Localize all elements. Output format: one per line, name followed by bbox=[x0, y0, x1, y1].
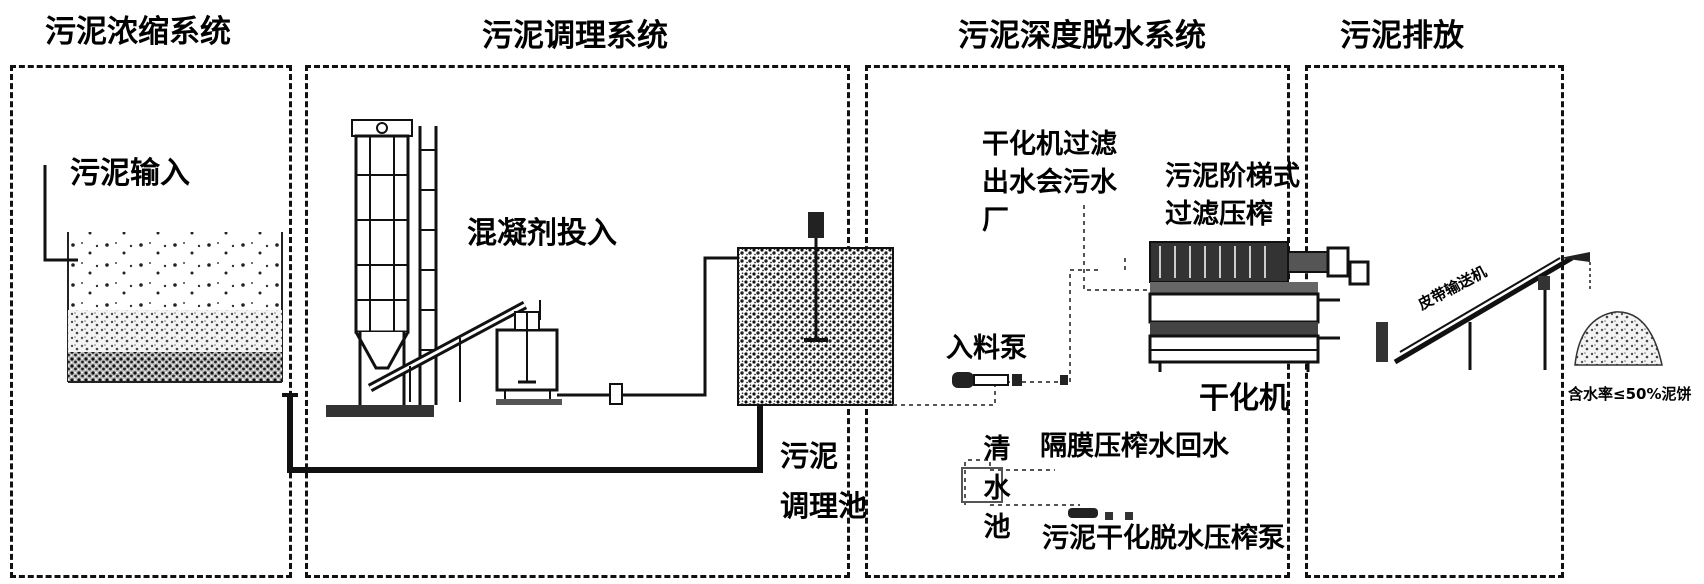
label-filtrate-3: 厂 bbox=[982, 205, 1009, 236]
label-coagulant-input: 混凝剂投入 bbox=[467, 216, 617, 251]
sludge-input-pipe bbox=[43, 165, 78, 262]
dosing-tank bbox=[495, 300, 562, 405]
conditioning-tank bbox=[737, 212, 894, 406]
dewatering-pipes bbox=[893, 205, 1176, 506]
section-title-dewatering: 污泥深度脱水系统 bbox=[958, 18, 1206, 54]
label-press-2: 过滤压榨 bbox=[1165, 199, 1273, 230]
screw-conveyor bbox=[367, 301, 528, 402]
section-title-conditioning: 污泥调理系统 bbox=[482, 18, 668, 54]
press-pump-icon bbox=[1068, 508, 1133, 520]
label-conditioning-tank-1: 污泥 bbox=[780, 439, 839, 473]
label-membrane-return: 隔膜压榨水回水 bbox=[1040, 431, 1229, 462]
label-clear-water-tank: 清水池 bbox=[983, 434, 1011, 544]
label-feed-pump: 入料泵 bbox=[946, 333, 1027, 364]
coagulant-pipe bbox=[622, 256, 738, 397]
label-moisture-content: 含水率≤50%泥饼 bbox=[1568, 385, 1692, 403]
label-sludge-input: 污泥输入 bbox=[70, 156, 190, 191]
sludge-cake-pile bbox=[1574, 311, 1663, 366]
label-conditioning-tank-2: 调理池 bbox=[780, 489, 868, 523]
section-title-thickening: 污泥浓缩系统 bbox=[45, 14, 231, 50]
clear-water-tank-outline bbox=[961, 467, 1003, 503]
coagulant-silo bbox=[326, 119, 438, 417]
belt-conveyor bbox=[1393, 252, 1591, 370]
label-filtrate-1: 干化机过滤 bbox=[982, 129, 1117, 160]
dryer-machine bbox=[1148, 241, 1388, 372]
section-box-thickening bbox=[10, 65, 292, 578]
dosing-pump-icon bbox=[609, 383, 623, 405]
section-title-discharge: 污泥排放 bbox=[1340, 18, 1464, 54]
feed-pump-icon bbox=[952, 372, 1068, 388]
sludge-transfer-pipe bbox=[287, 395, 763, 473]
label-dryer: 干化机 bbox=[1199, 381, 1289, 416]
label-filtrate-2: 出水会污水 bbox=[982, 167, 1117, 198]
label-press-1: 污泥阶梯式 bbox=[1165, 161, 1300, 192]
thickening-tank bbox=[67, 232, 283, 383]
label-press-pump: 污泥干化脱水压榨泵 bbox=[1042, 523, 1285, 554]
